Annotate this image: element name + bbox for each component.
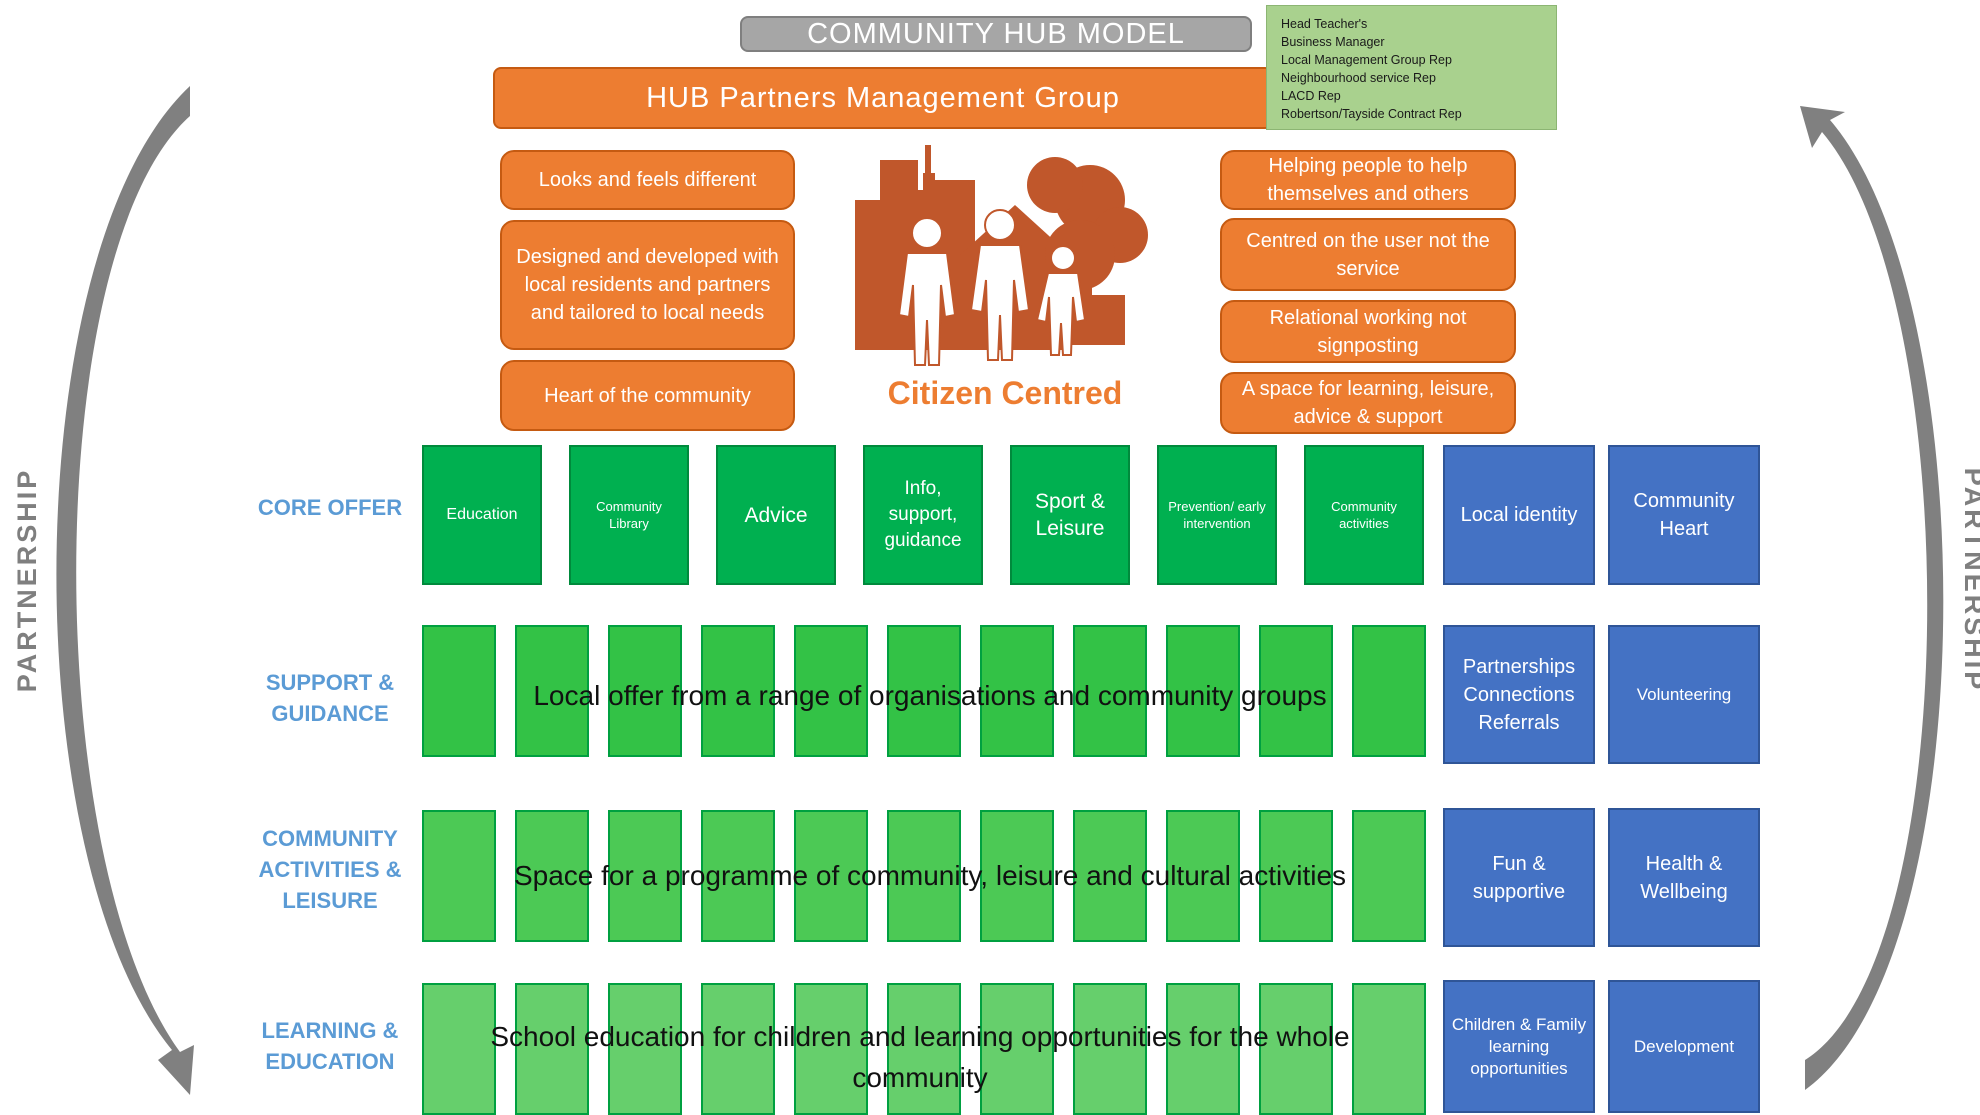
learning-column [608,983,682,1115]
learning-band-text: School education for children and learni… [490,1021,1350,1093]
member-item: Robertson/Tayside Contract Rep [1281,107,1462,121]
activities-column [701,810,775,942]
citizen-centred-logo-icon [855,145,1148,366]
principle-pill: Designed and developed with local reside… [500,220,795,350]
learning-development-box: Development [1608,980,1760,1113]
support-band-text: Local offer from a range of organisation… [533,679,1327,711]
learning-column [1352,983,1426,1115]
support-partnerships-box: Partnerships Connections Referrals [1443,625,1595,764]
activities-health-box: Health & Wellbeing [1608,808,1760,947]
activities-column [980,810,1054,942]
row-label-core-offer: CORE OFFER [257,495,403,520]
management-members-panel: Head Teacher's Business Manager Local Ma… [1266,5,1557,130]
management-group-banner: HUB Partners Management Group [493,67,1273,129]
support-column [1166,625,1240,757]
row-label-support: SUPPORT & GUIDANCE [265,669,395,726]
learning-column [1166,983,1240,1115]
right-arc-arrow [1800,106,1944,1090]
principle-pill: Centred on the user not the service [1220,218,1516,291]
member-item: Business Manager [1281,35,1385,49]
partnership-label-left: PARTNERSHIP [11,467,42,693]
model-title: COMMUNITY HUB MODEL [740,16,1252,52]
core-offer-tile: Education [422,445,542,585]
member-item: Head Teacher's [1281,17,1368,31]
learning-column [980,983,1054,1115]
row-label-learning: LEARNING & EDUCATION [261,1017,399,1074]
core-offer-tile: Info, support, guidance [863,445,983,585]
support-column [980,625,1054,757]
activities-column [887,810,961,942]
learning-column [701,983,775,1115]
support-column [1352,625,1426,757]
learning-column [794,983,868,1115]
activities-column [422,810,496,942]
core-offer-tile: Community Library [569,445,689,585]
activities-column [1166,810,1240,942]
learning-children-family-box: Children & Family learning opportunities [1443,980,1595,1113]
principle-pill: Heart of the community [500,360,795,431]
left-arc-arrow [56,86,194,1095]
support-column [422,625,496,757]
activities-fun-box: Fun & supportive [1443,808,1595,947]
principle-pill: A space for learning, leisure, advice & … [1220,372,1516,434]
core-offer-community-heart: Community Heart [1608,445,1760,585]
support-column [701,625,775,757]
partnership-label-right: PARTNERSHIP [1959,467,1980,693]
activities-column [1259,810,1333,942]
principle-pill: Helping people to help themselves and ot… [1220,150,1516,210]
support-volunteering-box: Volunteering [1608,625,1760,764]
activities-column [1073,810,1147,942]
activities-column [794,810,868,942]
principle-pill: Looks and feels different [500,150,795,210]
learning-column [887,983,961,1115]
member-item: Local Management Group Rep [1281,53,1452,67]
row-label-activities: COMMUNITY ACTIVITIES & LEISURE [258,826,402,913]
support-column [887,625,961,757]
core-offer-tile: Advice [716,445,836,585]
activities-column [515,810,589,942]
activities-column [608,810,682,942]
learning-column [422,983,496,1115]
activities-column [1352,810,1426,942]
member-item: LACD Rep [1281,89,1341,103]
logo-label: Citizen Centred [887,374,1123,411]
principle-pill: Relational working not signposting [1220,300,1516,363]
support-column [1259,625,1333,757]
core-offer-local-identity: Local identity [1443,445,1595,585]
activities-band-text: Space for a programme of community, leis… [513,859,1347,891]
core-offer-tile: Prevention/ early intervention [1157,445,1277,585]
support-column [608,625,682,757]
support-column [1073,625,1147,757]
member-item: Neighbourhood service Rep [1281,71,1436,85]
core-offer-tile: Community activities [1304,445,1424,585]
learning-column [515,983,589,1115]
support-column [515,625,589,757]
support-column [794,625,868,757]
core-offer-tile: Sport & Leisure [1010,445,1130,585]
